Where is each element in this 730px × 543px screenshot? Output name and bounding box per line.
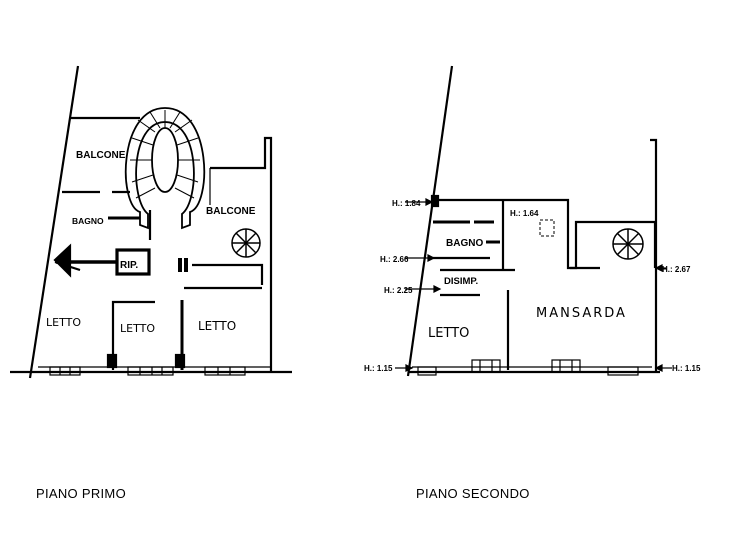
label-letto-secondo: LETTO (428, 326, 469, 341)
plan-piano-primo (10, 65, 292, 379)
label-letto-1: LETTO (46, 316, 81, 329)
label-disimp: DISIMP. (444, 276, 478, 287)
spiral-staircase-large (124, 107, 206, 230)
rip-box (115, 248, 151, 276)
right-terrace-wall (210, 136, 273, 372)
right-wall-2 (650, 138, 658, 372)
stair-diagonal (54, 260, 81, 272)
label-balcone-right: BALCONE (206, 206, 256, 217)
left-slanted-wall (28, 65, 80, 379)
height-115-right: H.: 1.15 (672, 364, 701, 373)
letto-middle-wall (111, 300, 155, 370)
height-266: H.: 2.66 (380, 255, 409, 264)
pillar-2a (430, 194, 440, 208)
windows-secondo (417, 359, 639, 376)
closet-dashed (539, 219, 555, 237)
label-letto-2: LETTO (120, 322, 155, 335)
height-184: H.: 1.84 (392, 199, 421, 208)
height-225: H.: 2.25 (384, 286, 413, 295)
right-inner-wall (192, 263, 264, 285)
title-piano-secondo: PIANO SECONDO (416, 486, 530, 501)
pillar-2 (174, 353, 186, 369)
label-letto-3: LETTO (198, 319, 236, 333)
label-rip: RIP. (120, 260, 138, 271)
windows-primo (49, 366, 246, 376)
height-267: H.: 2.67 (662, 265, 691, 274)
labels-piano-primo: BALCONE BALCONE BAGNO RIP. LETTO LETTO L… (46, 150, 256, 335)
spiral-staircase-small-primo (231, 228, 261, 258)
left-slanted-wall-2 (406, 65, 454, 377)
spiral-staircase-small-secondo (612, 228, 644, 260)
labels-piano-secondo: BAGNO DISIMP. MANSARDA LETTO H.: 1.84 H.… (364, 199, 701, 373)
label-bagno-2: BAGNO (446, 238, 483, 249)
height-markers (395, 198, 672, 372)
height-115-left: H.: 1.15 (364, 364, 393, 373)
title-piano-primo: PIANO PRIMO (36, 486, 126, 501)
label-mansarda: MANSARDA (536, 306, 627, 321)
label-bagno: BAGNO (72, 216, 104, 226)
pillar-1 (106, 353, 118, 369)
stair-triangle (53, 243, 72, 278)
plan-piano-secondo (395, 65, 672, 377)
label-balcone-left: BALCONE (76, 150, 126, 161)
height-164: H.: 1.64 (510, 209, 539, 218)
